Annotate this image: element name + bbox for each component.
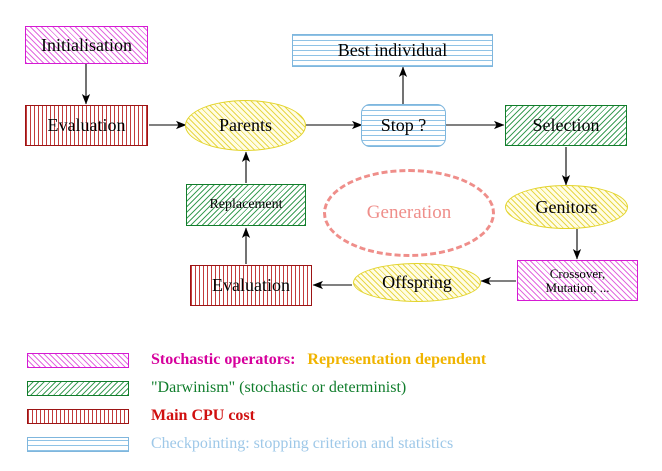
node-genitors[interactable]: Genitors <box>505 185 628 229</box>
node-selection-label: Selection <box>532 115 600 136</box>
legend-row-checkpointing: Checkpointing: stopping criterion and st… <box>27 431 637 457</box>
node-genitors-label: Genitors <box>535 196 598 217</box>
legend-row-stochastic: Stochastic operators: Representation dep… <box>27 347 637 373</box>
node-stop[interactable]: Stop ? <box>361 104 446 147</box>
node-evaluation-bottom[interactable]: Evaluation <box>190 265 312 306</box>
legend-row-darwinism: "Darwinism" (stochastic or determinist) <box>27 375 637 401</box>
node-parents[interactable]: Parents <box>185 100 306 151</box>
node-parents-label: Parents <box>219 115 272 136</box>
node-evaluation-top-label: Evaluation <box>47 115 126 136</box>
legend-label-stochastic: Stochastic operators: <box>151 351 296 368</box>
magenta-hatch-swatch <box>27 352 129 368</box>
node-initialisation-label: Initialisation <box>41 34 132 55</box>
node-crossover-line1: Crossover, <box>549 265 606 281</box>
legend-label-darwinism: "Darwinism" (stochastic or determinist) <box>151 379 407 396</box>
legend-row-cpu-cost: Main CPU cost <box>27 403 637 429</box>
node-replacement[interactable]: Replacement <box>186 184 306 226</box>
node-best-individual-label: Best individual <box>337 40 448 61</box>
node-generation-label: Generation <box>366 202 452 223</box>
node-best-individual[interactable]: Best individual <box>292 34 493 67</box>
legend-label-cpu-cost: Main CPU cost <box>151 407 255 424</box>
node-crossover-line2: Mutation, ... <box>545 279 610 295</box>
red-hatch-swatch <box>27 408 129 424</box>
node-stop-label: Stop ? <box>380 115 427 136</box>
node-generation-boundary: Generation <box>323 169 495 257</box>
green-hatch-swatch <box>27 380 129 396</box>
node-replacement-label: Replacement <box>209 196 283 212</box>
node-selection[interactable]: Selection <box>505 105 627 146</box>
node-offspring[interactable]: Offspring <box>353 263 481 302</box>
node-evaluation-top[interactable]: Evaluation <box>25 105 148 146</box>
node-evaluation-bottom-label: Evaluation <box>212 275 290 296</box>
node-initialisation[interactable]: Initialisation <box>25 26 148 64</box>
node-crossover-mutation[interactable]: Crossover, Mutation, ... <box>517 260 638 301</box>
legend: Stochastic operators: Representation dep… <box>27 347 637 459</box>
legend-label-representation: Representation dependent <box>307 351 487 368</box>
legend-label-checkpointing: Checkpointing: stopping criterion and st… <box>151 435 454 452</box>
blue-hatch-swatch <box>27 436 129 452</box>
node-offspring-label: Offspring <box>382 272 452 293</box>
